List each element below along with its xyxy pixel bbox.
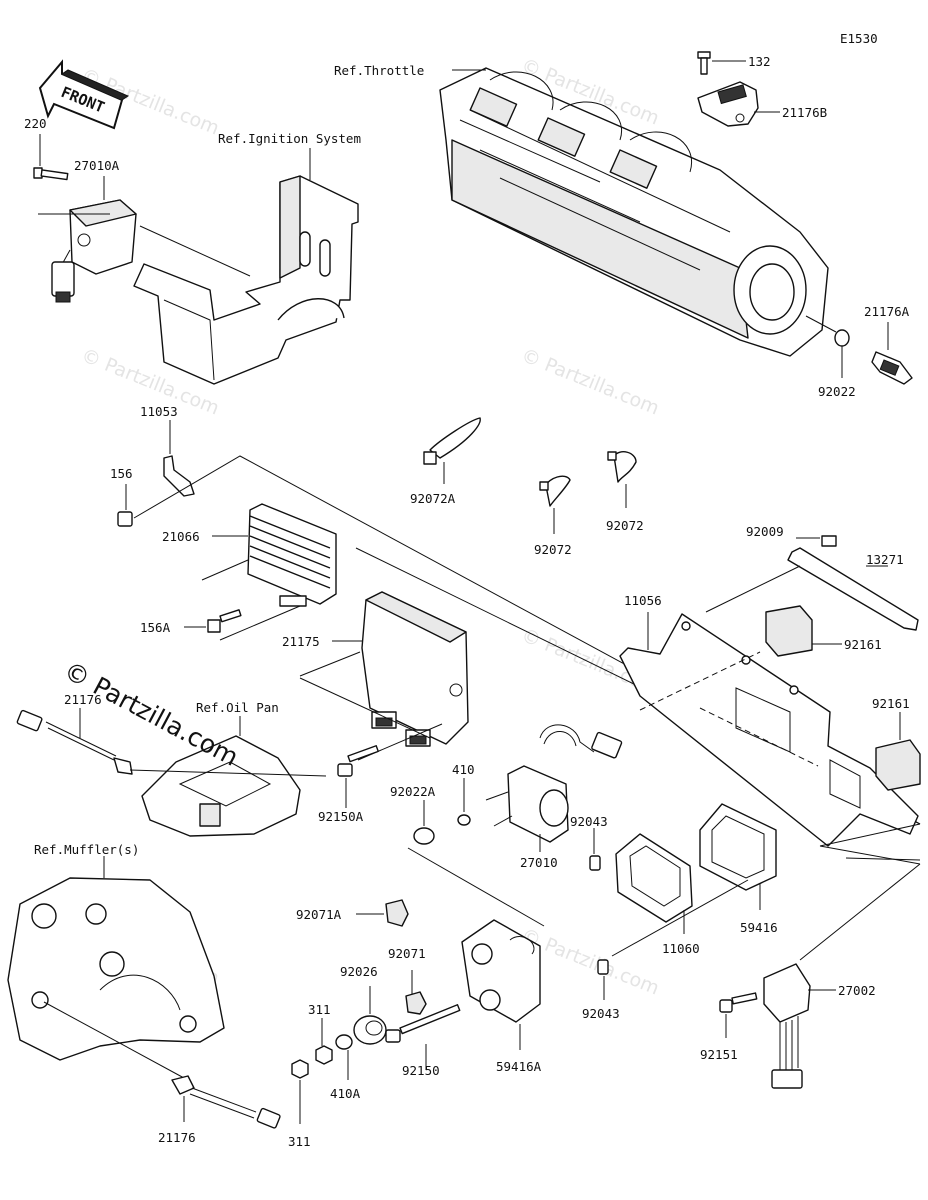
nut-311-upper <box>315 1045 333 1065</box>
part-label-410: 410 <box>452 762 475 777</box>
part-label-311-lower: 311 <box>288 1134 311 1149</box>
plate-13271 <box>787 547 919 631</box>
ref-ignition-label: Ref.Ignition System <box>218 131 361 146</box>
part-label-92071A: 92071A <box>296 907 342 922</box>
dowel-92043-bottom <box>597 959 609 975</box>
part-label-92161-top: 92161 <box>844 637 882 652</box>
diagram-code: E1530 <box>840 31 878 46</box>
relay-27010 <box>485 724 623 843</box>
part-label-92072-right: 92072 <box>606 518 644 533</box>
part-label-27010: 27010 <box>520 855 558 870</box>
part-label-21175: 21175 <box>282 634 320 649</box>
gasket-11060 <box>615 833 693 923</box>
bolt-92150 <box>385 1004 461 1043</box>
part-label-21176A: 21176A <box>864 304 910 319</box>
throttle-body <box>439 67 829 357</box>
cover-59416A <box>461 919 541 1023</box>
bolt-92151 <box>719 992 758 1013</box>
sensor-21176B <box>697 81 759 127</box>
bolt-156 <box>117 511 133 527</box>
part-label-13271: 13271 <box>866 552 904 567</box>
clip-92072-right <box>607 451 637 483</box>
ignition-bracket <box>133 175 359 385</box>
sensor-21176A <box>871 351 913 385</box>
part-label-132: 132 <box>748 54 771 69</box>
bolt-92150A <box>337 745 379 777</box>
plate-11056 <box>619 613 919 847</box>
cover-59416 <box>699 803 777 891</box>
part-label-59416: 59416 <box>740 920 778 935</box>
part-label-11056: 11056 <box>624 593 662 608</box>
part-label-21066: 21066 <box>162 529 200 544</box>
part-label-156A: 156A <box>140 620 171 635</box>
watermark-text: © Partzilla.com <box>518 344 662 419</box>
part-label-21176B: 21176B <box>782 105 827 120</box>
part-label-92043-top: 92043 <box>570 814 608 829</box>
ref-oil-pan-label: Ref.Oil Pan <box>196 700 279 715</box>
washer-92022A <box>413 827 435 845</box>
washer-92022 <box>834 329 850 347</box>
regulator-21066 <box>247 503 337 607</box>
pad-92161-right <box>875 739 921 791</box>
part-label-92043-bottom: 92043 <box>582 1006 620 1021</box>
bolt-156A <box>207 609 242 633</box>
part-label-92072-left: 92072 <box>534 542 572 557</box>
washer-410A <box>335 1034 353 1050</box>
relay-27010A <box>51 199 137 303</box>
part-label-410A: 410A <box>330 1086 361 1101</box>
part-label-92072A: 92072A <box>410 491 456 506</box>
part-label-92026: 92026 <box>340 964 378 979</box>
grommet-92026 <box>353 1015 387 1045</box>
part-label-92150A: 92150A <box>318 809 364 824</box>
bracket-11053 <box>163 455 195 497</box>
part-label-11053: 11053 <box>140 404 178 419</box>
part-label-27010A: 27010A <box>74 158 120 173</box>
part-label-220: 220 <box>24 116 47 131</box>
part-label-92022: 92022 <box>818 384 856 399</box>
grommet-92071A <box>385 899 409 927</box>
bolt-92009 <box>821 535 837 547</box>
ecu-21175 <box>361 591 469 747</box>
part-label-156: 156 <box>110 466 133 481</box>
oil-pan <box>141 735 301 837</box>
front-arrow-icon: FRONT <box>38 59 130 130</box>
sensor-21176-top <box>16 709 133 775</box>
bolt-220 <box>33 167 69 181</box>
part-label-92009: 92009 <box>746 524 784 539</box>
relay-27002 <box>763 963 811 1089</box>
dowel-92043-top <box>589 855 601 871</box>
part-label-21176-bottom: 21176 <box>158 1130 196 1145</box>
part-label-21176-top: 21176 <box>64 692 102 707</box>
bolt-132 <box>697 51 711 75</box>
part-label-92161-right: 92161 <box>872 696 910 711</box>
clip-92072-left <box>539 475 571 507</box>
nut-311-lower <box>291 1059 309 1079</box>
part-label-92022A: 92022A <box>390 784 436 799</box>
part-label-92071: 92071 <box>388 946 426 961</box>
part-label-27002: 27002 <box>838 983 876 998</box>
washer-410 <box>457 814 471 826</box>
part-label-11060: 11060 <box>662 941 700 956</box>
sensor-21176-bottom <box>171 1075 281 1129</box>
ref-throttle-label: Ref.Throttle <box>334 63 424 78</box>
muffler <box>7 877 225 1061</box>
part-label-92150: 92150 <box>402 1063 440 1078</box>
band-92072A <box>423 417 481 465</box>
part-label-59416A: 59416A <box>496 1059 542 1074</box>
grommet-92071 <box>405 991 427 1015</box>
part-label-311-upper: 311 <box>308 1002 331 1017</box>
ref-muffler-label: Ref.Muffler(s) <box>34 842 139 857</box>
pad-92161-top <box>765 605 813 657</box>
part-label-92151: 92151 <box>700 1047 738 1062</box>
